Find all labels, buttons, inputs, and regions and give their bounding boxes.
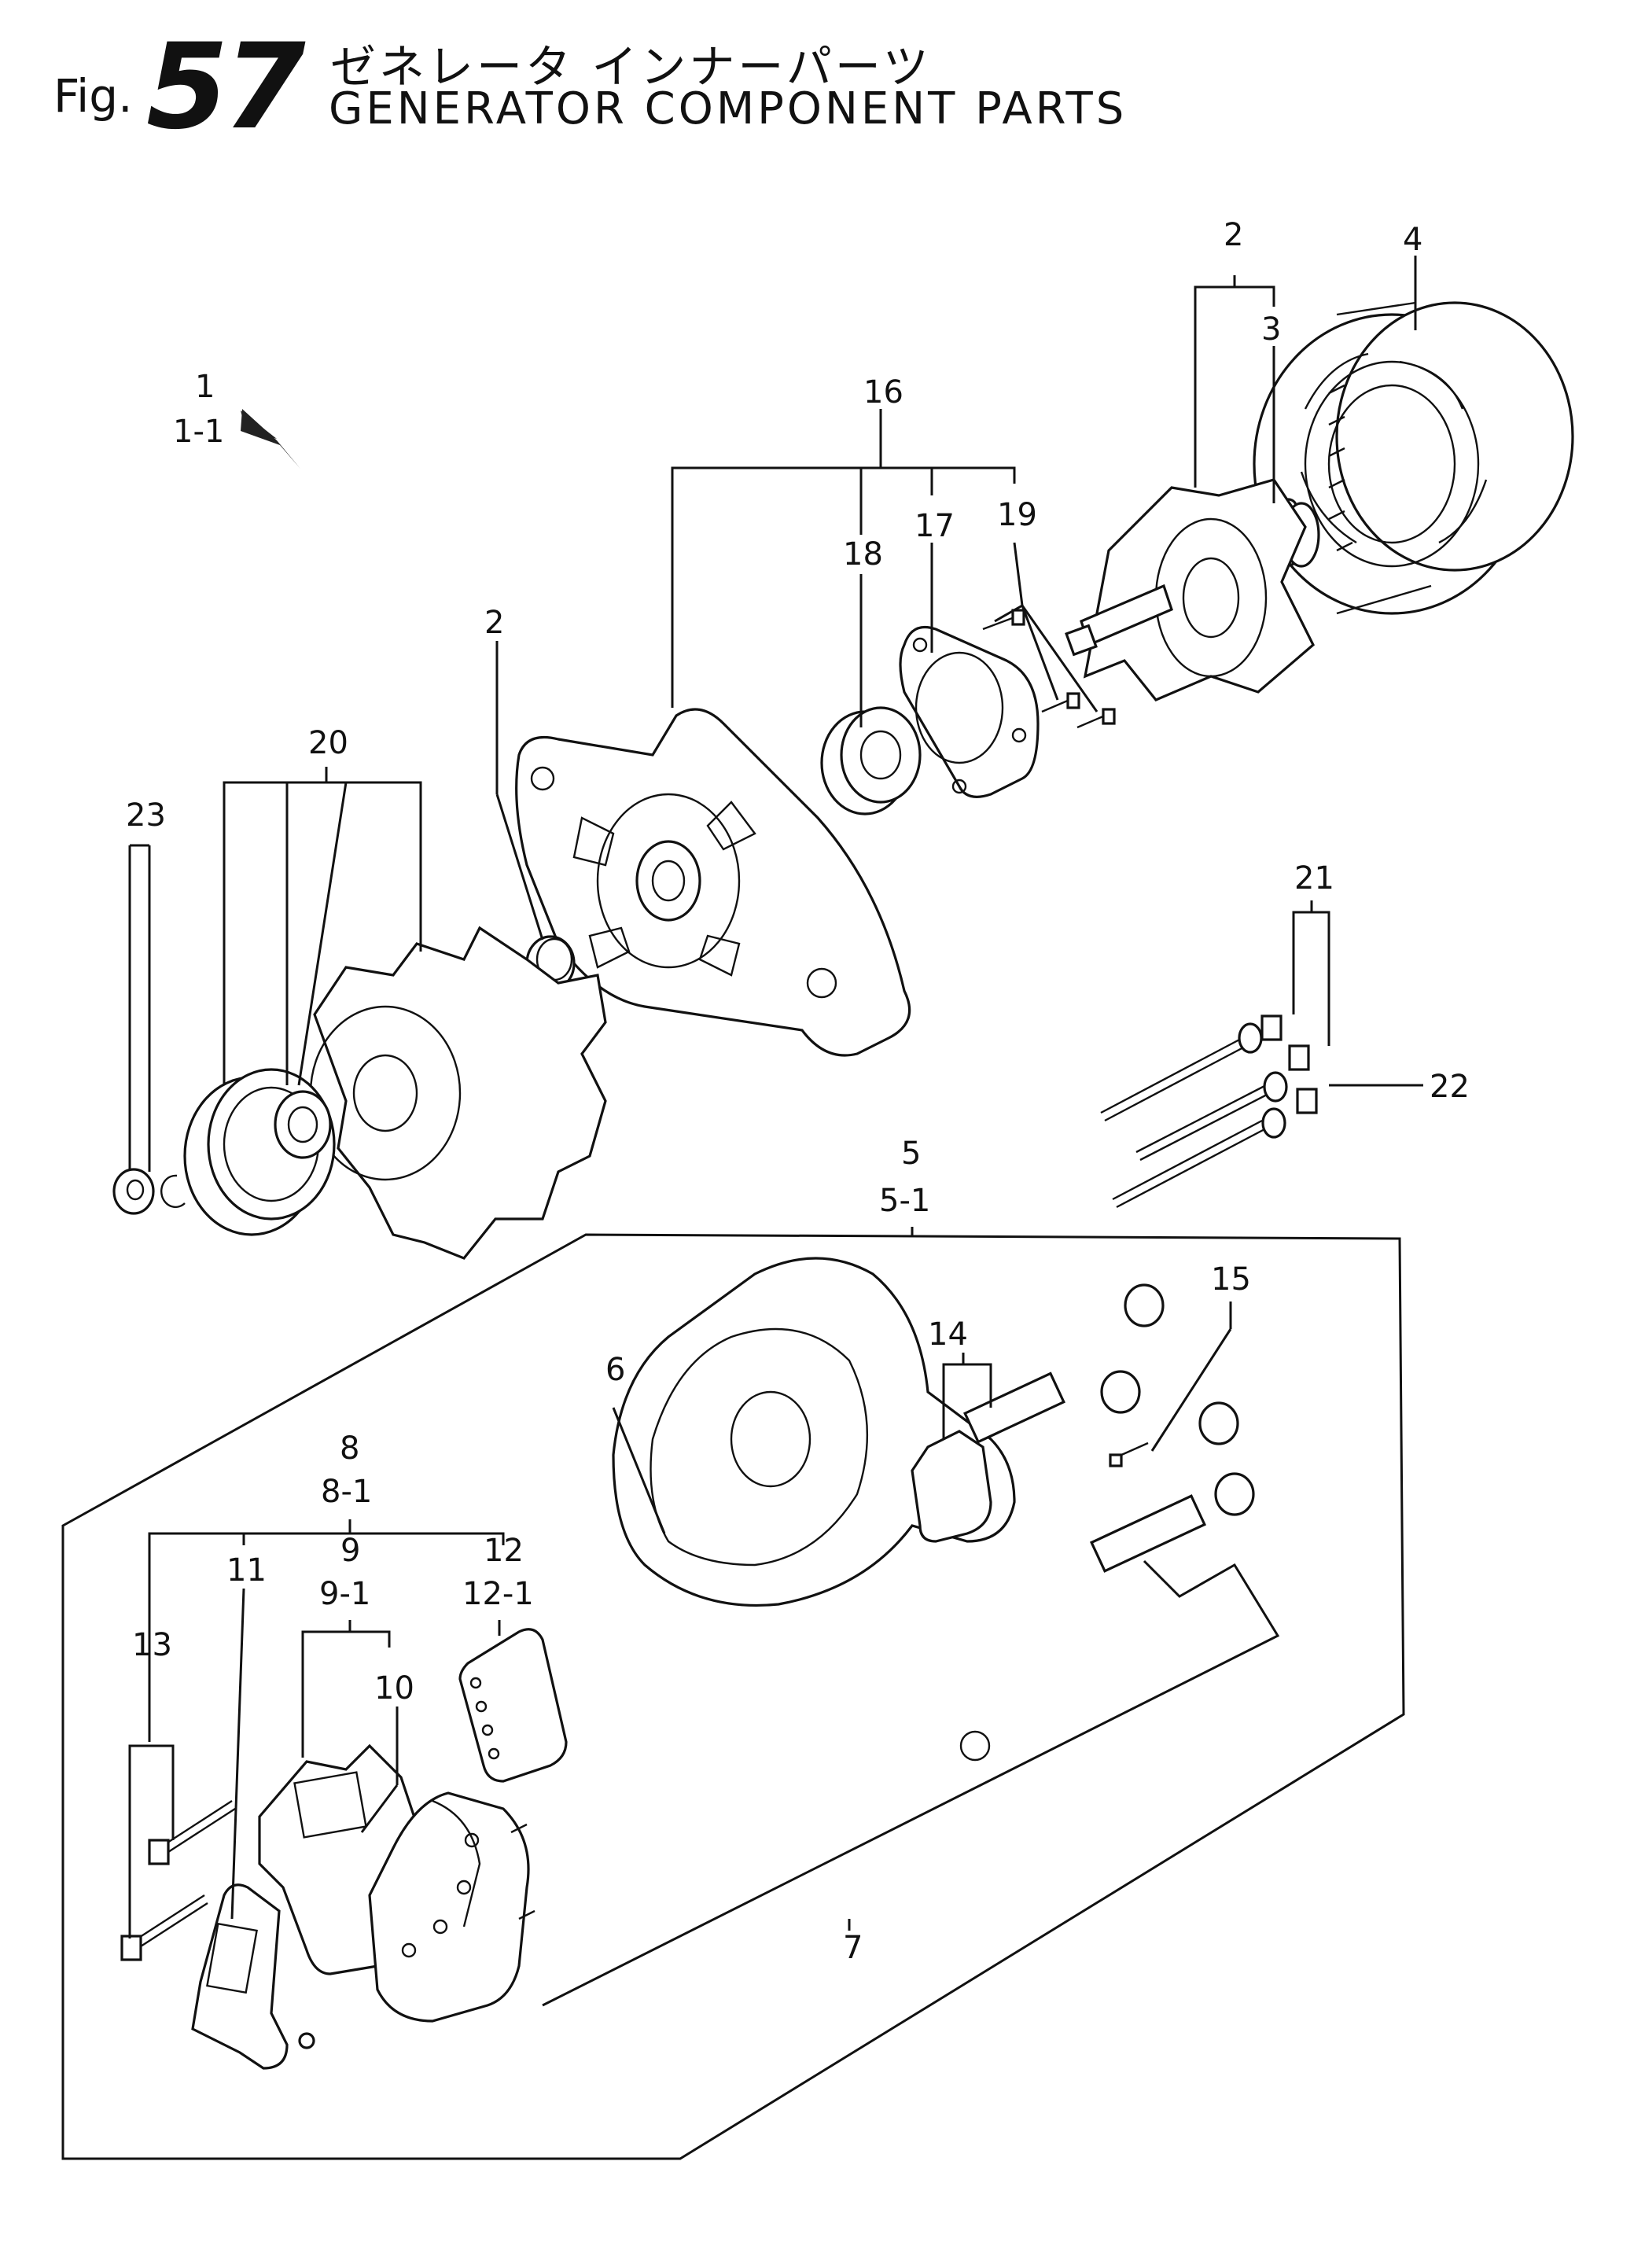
callout-9: 9 (340, 1533, 360, 1569)
callout-16: 16 (863, 374, 903, 411)
callout-8: 8 (340, 1430, 359, 1467)
callout-8-1: 8-1 (321, 1474, 372, 1510)
callout-21: 21 (1294, 860, 1334, 897)
assembly-direction-arrow (241, 409, 300, 469)
callout-2-bushing: 2 (484, 605, 504, 641)
part-bolts (120, 1799, 236, 1961)
callout-18: 18 (843, 536, 883, 573)
title-japanese: ゼネレータ インナーパーツ (330, 40, 932, 94)
part-terminal-bolt (911, 1371, 1065, 1543)
callout-17: 17 (915, 508, 955, 544)
callout-1-1: 1-1 (173, 414, 224, 450)
callout-labels: 1 1-1 2 3 4 16 18 17 19 2 20 23 21 22 5 … (126, 217, 1470, 1966)
callout-1: 1 (195, 369, 215, 405)
figure-number: 57 (146, 19, 306, 156)
figure-prefix: Fig. (53, 69, 133, 123)
callout-22: 22 (1430, 1069, 1470, 1105)
part-nut-washer (112, 1168, 186, 1215)
part-retainer-plate (899, 625, 1040, 798)
part-through-bolts (1100, 1014, 1318, 1209)
part-front-bracket (515, 708, 911, 1057)
callout-12: 12 (484, 1533, 524, 1569)
title-english: GENERATOR COMPONENT PARTS (329, 83, 1128, 134)
callout-12-1: 12-1 (462, 1576, 534, 1612)
part-bearing (820, 706, 922, 816)
leader-lines (61, 256, 1423, 2160)
part-insulators (1089, 1283, 1255, 1573)
callout-5-1: 5-1 (879, 1183, 930, 1219)
callout-4: 4 (1403, 222, 1422, 258)
callout-9-1: 9-1 (319, 1576, 370, 1612)
callout-7: 7 (843, 1930, 863, 1966)
part-rotor (1065, 478, 1320, 701)
part-stator (1253, 301, 1574, 615)
part-rectifier (368, 1791, 535, 2023)
callout-19: 19 (997, 497, 1037, 533)
callout-10: 10 (374, 1670, 414, 1707)
callout-2-rotor: 2 (1224, 217, 1243, 253)
callout-15: 15 (1211, 1261, 1251, 1298)
callout-11: 11 (226, 1552, 267, 1589)
part-diode-trio (191, 1883, 315, 2070)
part-brush-holder (458, 1628, 568, 1783)
callout-13: 13 (132, 1627, 172, 1663)
callout-5: 5 (901, 1136, 921, 1172)
callout-3: 3 (1261, 311, 1281, 348)
part-pulley (183, 1068, 336, 1236)
callout-20: 20 (308, 725, 348, 761)
callout-23: 23 (126, 797, 166, 834)
callout-14: 14 (928, 1316, 968, 1353)
part-rear-bracket (612, 1257, 1016, 1762)
part-fan (309, 926, 607, 1260)
part-screws (982, 609, 1116, 729)
callout-6: 6 (605, 1352, 625, 1388)
